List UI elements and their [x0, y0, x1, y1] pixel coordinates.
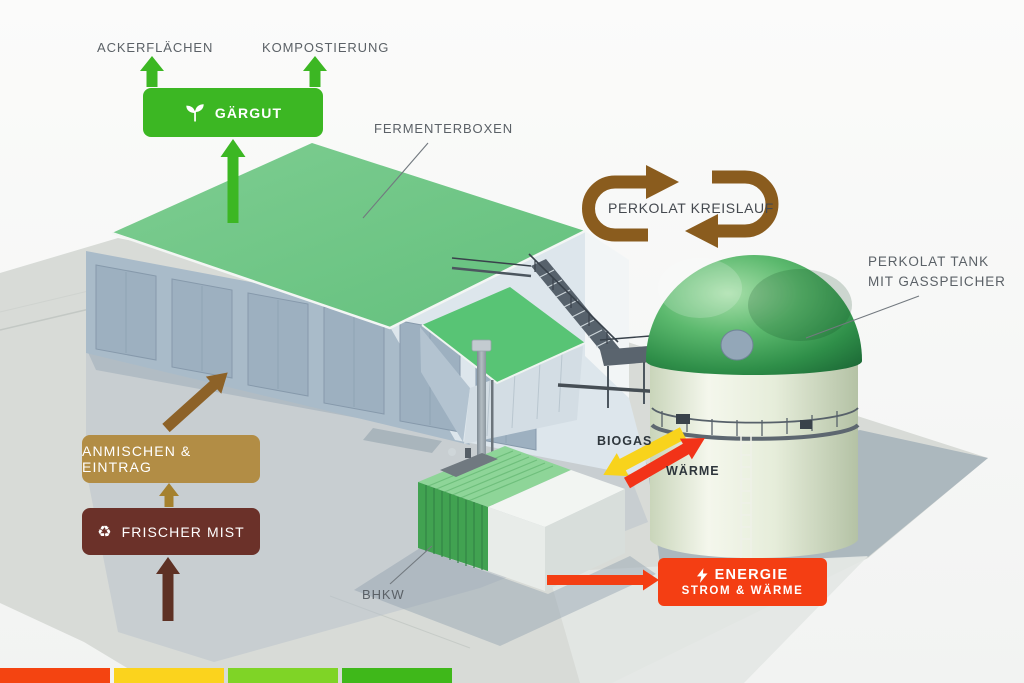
gaergut-box: GÄRGUT — [143, 88, 323, 137]
seedling-icon — [186, 104, 204, 122]
label-perkolat-kreislauf: PERKOLAT KREISLAUF — [608, 200, 774, 216]
gaergut-label: GÄRGUT — [214, 104, 283, 121]
legend-segment-green — [342, 668, 452, 683]
frischer-mist-label: FRISCHER MIST — [121, 523, 245, 540]
energie-label: ENERGIE — [714, 567, 789, 583]
energie-sub-label: STROM & WÄRME — [681, 585, 804, 597]
bhkw-roof-equipment — [440, 453, 498, 477]
pointer-bhkw — [389, 545, 433, 585]
arrow-to-kompostierung — [303, 56, 327, 87]
stairs — [451, 253, 652, 408]
pointer-fermenterboxen — [362, 142, 429, 219]
anmischen-eintrag-box: ANMISCHEN & EINTRAG — [82, 435, 260, 483]
perkolat-tank — [646, 255, 862, 559]
arrow-mist-to-anmischen — [159, 483, 179, 507]
gas-dome — [646, 255, 862, 375]
pointer-perkolat-tank — [805, 295, 920, 339]
arrow-bhkw-to-energie — [547, 569, 659, 591]
chimney-stack — [471, 339, 494, 507]
annex — [420, 287, 586, 444]
pointer-lines — [362, 142, 920, 585]
arrow-waerme — [624, 438, 705, 489]
energie-box: ENERGIE STROM & WÄRME — [658, 558, 827, 606]
fermenter-building — [86, 143, 652, 478]
label-perkolat-tank-line1: PERKOLAT TANK — [868, 254, 989, 269]
legend-segment-lightgreen — [228, 668, 338, 683]
cycle-arrows-icon — [582, 165, 779, 248]
label-waerme: WÄRME — [666, 464, 720, 478]
arrow-roof-to-gaergut — [220, 139, 246, 223]
label-kompostierung: KOMPOSTIERUNG — [262, 40, 390, 55]
frischer-mist-box: ♻ FRISCHER MIST — [82, 508, 260, 555]
label-biogas: BIOGAS — [597, 434, 653, 448]
legend-segment-yellow — [114, 668, 224, 683]
label-ackerflaechen: ACKERFLÄCHEN — [97, 40, 214, 55]
arrow-anmischen-to-building — [162, 372, 228, 433]
label-perkolat-tank-line2: MIT GASSPEICHER — [868, 274, 1006, 289]
recycle-icon: ♻ — [97, 521, 113, 541]
label-bhkw: BHKW — [362, 587, 405, 602]
tank-ladder — [740, 433, 752, 558]
arrow-to-ackerflaechen — [140, 56, 164, 87]
bhkw-container — [418, 446, 625, 591]
label-perkolat-tank: PERKOLAT TANK MIT GASSPEICHER — [868, 252, 1006, 292]
arrow-biogas — [603, 427, 687, 477]
label-fermenterboxen: FERMENTERBOXEN — [374, 121, 514, 136]
legend-segment-red — [0, 668, 110, 683]
anmischen-label: ANMISCHEN & EINTRAG — [82, 443, 192, 475]
annex-roof — [422, 287, 585, 383]
dome-porthole — [720, 329, 754, 361]
arrow-input-to-mist — [156, 557, 180, 621]
color-legend-bar — [0, 668, 452, 683]
lightning-icon — [696, 567, 708, 583]
